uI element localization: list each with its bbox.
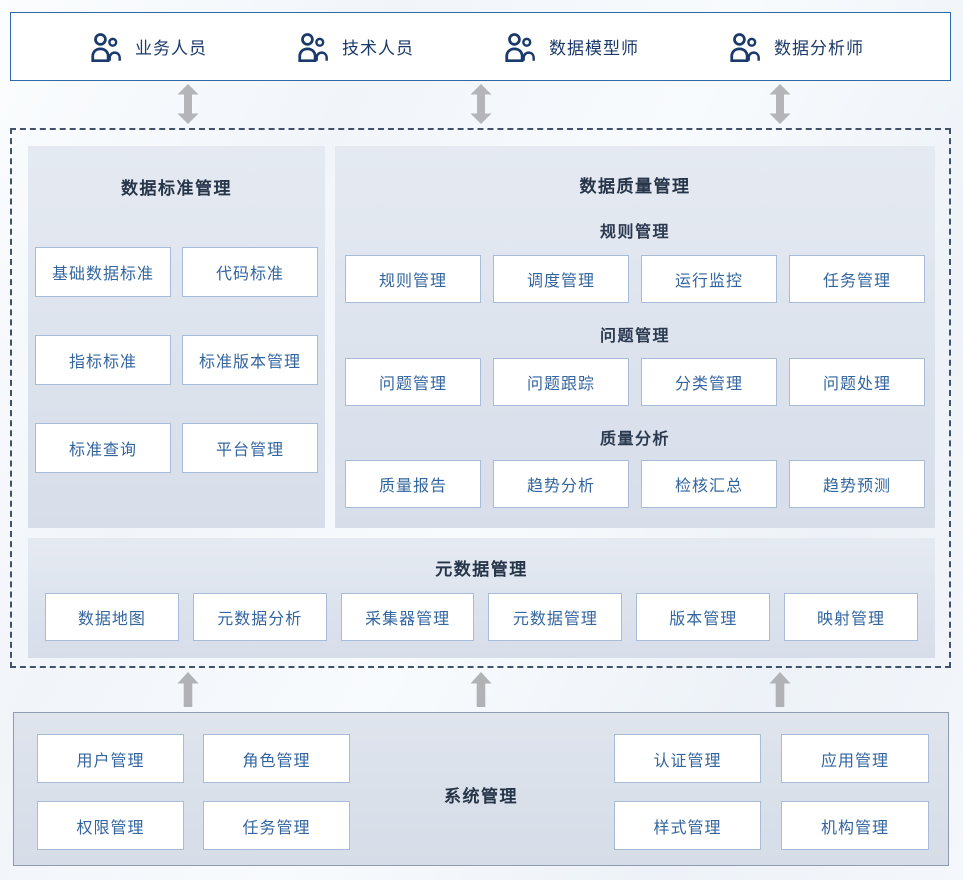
module-button: 代码标准 — [182, 247, 318, 297]
module-button: 元数据管理 — [488, 593, 623, 641]
role-item: 数据分析师 — [728, 32, 864, 62]
module-button: 样式管理 — [614, 801, 761, 850]
module-button: 用户管理 — [37, 734, 184, 783]
standard-panel: 数据标准管理 基础数据标准 代码标准 指标标准 标准版本管理 标准查询 平台管理 — [28, 146, 325, 528]
system-panel-title: 系统管理 — [444, 787, 518, 806]
module-button: 平台管理 — [182, 423, 318, 473]
users-icon — [296, 32, 329, 62]
role-label: 业务人员 — [135, 39, 207, 58]
module-button: 规则管理 — [345, 255, 481, 303]
role-label: 数据分析师 — [774, 39, 864, 58]
system-panel-left-buttons: 用户管理 角色管理 权限管理 任务管理 — [37, 734, 350, 850]
module-button: 采集器管理 — [340, 593, 475, 641]
quality-section-label: 质量分析 — [599, 431, 670, 448]
module-button: 趋势分析 — [493, 460, 629, 508]
module-button: 机构管理 — [781, 801, 929, 850]
module-button: 运行监控 — [641, 255, 777, 303]
up-arrow-icon — [177, 672, 199, 707]
module-button: 问题跟踪 — [493, 358, 629, 406]
role-item: 技术人员 — [296, 32, 414, 62]
roles-bar: 业务人员 技术人员 — [10, 12, 951, 81]
up-arrow-icon — [769, 672, 791, 707]
module-button: 检核汇总 — [641, 460, 777, 508]
module-button: 标准版本管理 — [182, 335, 318, 385]
role-label: 数据模型师 — [549, 39, 639, 58]
quality-panel-title: 数据质量管理 — [579, 177, 691, 196]
quality-section-row: 质量报告 趋势分析 检核汇总 趋势预测 — [345, 460, 925, 508]
role-item: 业务人员 — [89, 32, 207, 62]
module-button: 权限管理 — [37, 801, 184, 850]
quality-section-row: 规则管理 调度管理 运行监控 任务管理 — [345, 255, 925, 303]
module-button: 映射管理 — [784, 593, 918, 641]
role-item: 数据模型师 — [503, 32, 639, 62]
module-button: 趋势预测 — [789, 460, 925, 508]
module-button: 质量报告 — [345, 460, 481, 508]
module-button: 元数据分析 — [192, 593, 327, 641]
module-button: 任务管理 — [789, 255, 925, 303]
platform-modules-container — [10, 128, 951, 668]
module-button: 应用管理 — [781, 734, 929, 783]
module-button: 基础数据标准 — [35, 247, 171, 297]
module-button: 问题处理 — [789, 358, 925, 406]
quality-section-label: 问题管理 — [599, 328, 670, 345]
standard-panel-title: 数据标准管理 — [121, 179, 232, 198]
quality-section-row: 问题管理 问题跟踪 分类管理 问题处理 — [345, 358, 925, 406]
metadata-panel: 元数据管理 数据地图 元数据分析 采集器管理 元数据管理 版本管理 映射管理 — [28, 538, 935, 658]
module-button: 标准查询 — [35, 423, 171, 473]
module-button: 认证管理 — [614, 734, 761, 783]
users-icon — [728, 32, 761, 62]
standard-panel-buttons: 基础数据标准 代码标准 指标标准 标准版本管理 标准查询 平台管理 — [35, 247, 318, 473]
up-arrow-icon — [470, 672, 492, 707]
metadata-panel-title: 元数据管理 — [435, 560, 528, 579]
role-label: 技术人员 — [342, 39, 414, 58]
users-icon — [503, 32, 536, 62]
module-button: 分类管理 — [641, 358, 777, 406]
double-arrow-icon — [470, 84, 492, 124]
metadata-panel-buttons: 数据地图 元数据分析 采集器管理 元数据管理 版本管理 映射管理 — [45, 593, 918, 641]
module-button: 问题管理 — [345, 358, 481, 406]
module-button: 调度管理 — [493, 255, 629, 303]
system-panel: 系统管理 用户管理 角色管理 权限管理 任务管理 认证管理 应用管理 样式管理 … — [13, 712, 949, 866]
module-button: 角色管理 — [203, 734, 350, 783]
double-arrow-icon — [769, 84, 791, 124]
quality-panel: 数据质量管理 规则管理 规则管理 调度管理 运行监控 任务管理 问题管理 问题管… — [335, 146, 935, 528]
double-arrow-icon — [177, 84, 199, 124]
module-button: 数据地图 — [45, 593, 179, 641]
module-button: 指标标准 — [35, 335, 171, 385]
quality-section-label: 规则管理 — [599, 224, 670, 241]
module-button: 版本管理 — [636, 593, 771, 641]
users-icon — [89, 32, 122, 62]
module-button: 任务管理 — [203, 801, 350, 850]
system-panel-right-buttons: 认证管理 应用管理 样式管理 机构管理 — [614, 734, 929, 850]
